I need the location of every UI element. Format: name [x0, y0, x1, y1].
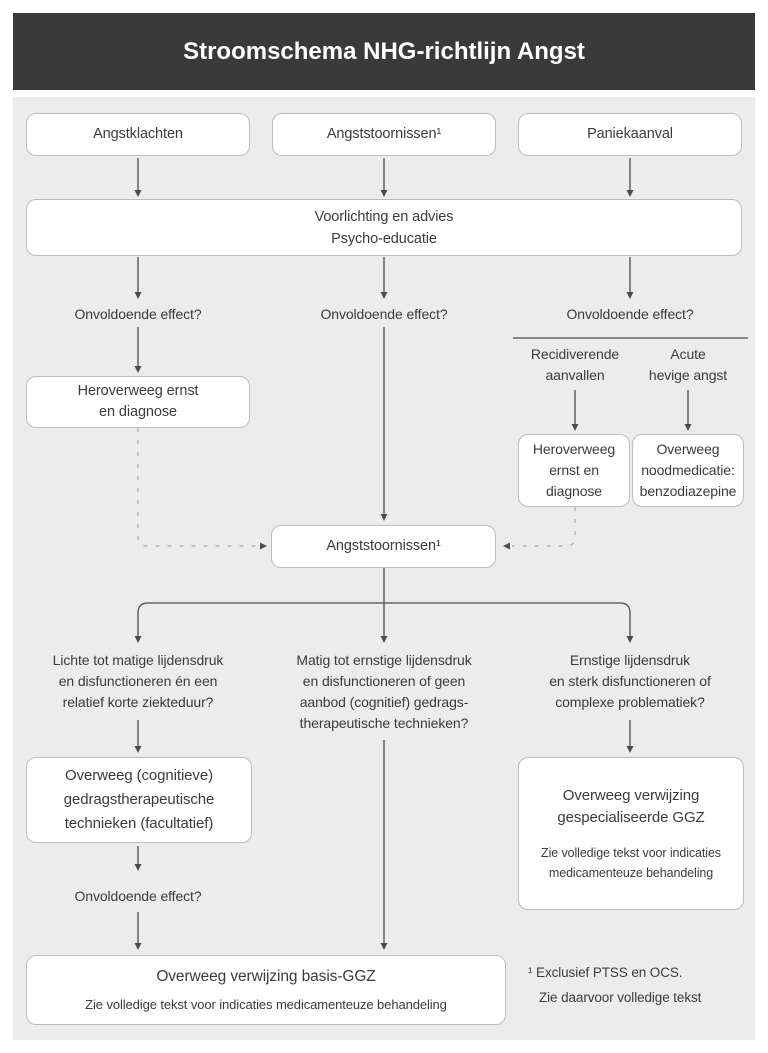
node-heroverweeg-links: Heroverweeg ernst en diagnose	[26, 376, 250, 428]
page-title: Stroomschema NHG-richtlijn Angst	[183, 37, 585, 65]
node-angststoornissen-midden-label: Angststoornissen¹	[326, 538, 441, 554]
node-gespecialiseerde-ggz-titel: Overweeg verwijzing gespecialiseerde GGZ	[557, 786, 705, 826]
node-gespecialiseerde-ggz: Overweeg verwijzing gespecialiseerde GGZ…	[518, 757, 744, 910]
node-noodmedicatie-label: Overweeg noodmedicatie: benzodiazepine	[639, 441, 737, 499]
node-heroverweeg-rechts: Heroverweeg ernst en diagnose	[518, 434, 630, 507]
node-angststoornissen-top-label: Angststoornissen¹	[326, 126, 442, 142]
label-vraag-midden: Matig tot ernstige lijdensdruk en disfun…	[296, 652, 472, 731]
node-angstklachten: Angstklachten	[26, 113, 250, 156]
node-basis-ggz: Overweeg verwijzing basis-GGZ Zie volled…	[26, 955, 506, 1025]
title-bar: Stroomschema NHG-richtlijn Angst	[13, 13, 755, 90]
label-onvoldoende-rechts: Onvoldoende effect?	[566, 306, 694, 322]
label-onvoldoende-midden: Onvoldoende effect?	[320, 306, 448, 322]
node-overweeg-cognitieve: Overweeg (cognitieve) gedragstherapeutis…	[26, 757, 252, 843]
footnote-line-2: Zie daarvoor volledige tekst	[539, 990, 702, 1005]
node-angststoornissen-top: Angststoornissen¹	[272, 113, 496, 156]
label-recidiverende-aanvallen: Recidiverende aanvallen	[530, 346, 620, 383]
label-vraag-links: Lichte tot matige lijdensdruk en disfunc…	[52, 652, 224, 710]
footnote: ¹ Exclusief PTSS en OCS. Zie daarvoor vo…	[528, 960, 701, 1010]
node-basis-ggz-sub: Zie volledige tekst voor indicaties medi…	[85, 996, 447, 1012]
label-onvoldoende-links2: Onvoldoende effect?	[74, 888, 202, 904]
label-onvoldoende-links: Onvoldoende effect?	[74, 306, 202, 322]
node-basis-ggz-titel: Overweeg verwijzing basis-GGZ	[156, 967, 376, 985]
label-acute-hevige-angst: Acute hevige angst	[648, 346, 728, 383]
node-overweeg-cognitieve-label: Overweeg (cognitieve) gedragstherapeutis…	[63, 767, 215, 832]
node-gespecialiseerde-ggz-sub: Zie volledige tekst voor indicaties medi…	[541, 845, 721, 880]
node-heroverweeg-rechts-label: Heroverweeg ernst en diagnose	[532, 441, 616, 499]
node-angstklachten-label: Angstklachten	[93, 126, 183, 142]
node-voorlichting: Voorlichting en advies Psycho-educatie	[26, 199, 742, 256]
node-noodmedicatie: Overweeg noodmedicatie: benzodiazepine	[632, 434, 744, 507]
node-voorlichting-label: Voorlichting en advies Psycho-educatie	[314, 208, 454, 247]
node-heroverweeg-links-label: Heroverweeg ernst en diagnose	[77, 383, 199, 420]
node-paniekaanval: Paniekaanval	[518, 113, 742, 156]
node-paniekaanval-label: Paniekaanval	[587, 126, 673, 142]
node-angststoornissen-midden: Angststoornissen¹	[271, 525, 496, 568]
label-vraag-rechts: Ernstige lijdensdruk en sterk disfunctio…	[549, 652, 711, 710]
footnote-line-1: ¹ Exclusief PTSS en OCS.	[528, 965, 683, 980]
